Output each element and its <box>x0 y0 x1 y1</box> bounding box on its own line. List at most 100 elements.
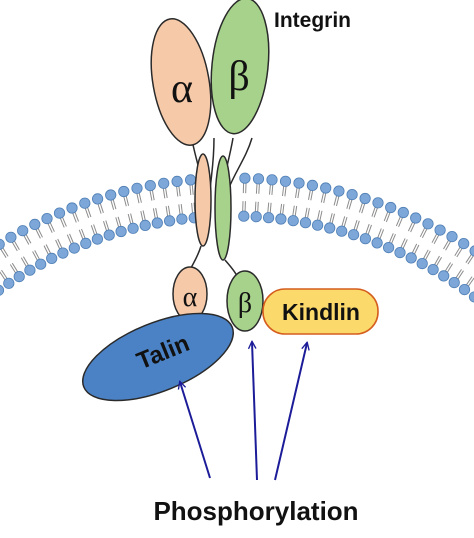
lipid-head <box>397 206 409 219</box>
lipid-tail <box>443 240 449 250</box>
lipid-tail <box>358 202 363 213</box>
talin-protein: Talin <box>81 312 235 402</box>
lipid-head <box>306 179 318 191</box>
lipid-tail <box>72 212 77 223</box>
talin-shape <box>81 312 235 402</box>
alpha-head-domain <box>150 18 212 146</box>
lipid-tail <box>411 243 418 254</box>
lipid-tail <box>176 186 179 197</box>
lipid-tail <box>433 234 440 245</box>
lipid-tail <box>465 276 473 286</box>
lipid-tail <box>336 196 340 207</box>
alpha-transmembrane-domain <box>194 153 212 247</box>
lipid-tail <box>103 221 107 231</box>
lipid-tail <box>35 229 41 239</box>
kindlin-protein: Kindlin <box>262 288 379 335</box>
integrin-alpha-subunit <box>150 18 215 322</box>
lipid-tail <box>167 205 171 216</box>
lipid-head <box>139 219 151 231</box>
lipid-head <box>448 276 460 289</box>
lipid-head <box>405 252 417 264</box>
lipid-head <box>311 219 324 231</box>
integrin-title: Integrin <box>274 9 351 32</box>
lipid-tail <box>367 224 372 235</box>
lipid-tail <box>155 207 159 218</box>
lipid-tail <box>149 190 153 201</box>
lipid-tail <box>66 234 72 245</box>
lipid-tail <box>297 188 300 199</box>
lipid-head <box>320 182 332 194</box>
lipid-tail <box>467 255 474 265</box>
lipid-tail <box>25 234 32 244</box>
lipid-head <box>131 182 143 194</box>
lipid-head <box>427 263 439 276</box>
lipid-head <box>299 217 312 229</box>
lipid-tail <box>319 210 323 221</box>
lipid-tail <box>97 203 102 214</box>
lipid-head <box>250 211 262 223</box>
lipid-tail <box>178 204 181 215</box>
beta-head-domain <box>210 0 270 135</box>
lipid-tail <box>269 202 272 213</box>
lipid-tail <box>282 204 285 215</box>
lipid-tail <box>165 206 169 217</box>
lipid-tail <box>269 184 271 195</box>
alpha-tail-connector <box>190 245 202 269</box>
lipid-tail <box>62 217 67 227</box>
lipid-head <box>347 229 360 241</box>
arrow-to-beta-tail <box>252 342 258 481</box>
beta-cyto-symbol: β <box>238 288 252 319</box>
lipid-tail <box>115 217 120 228</box>
beta-tail-connector <box>224 259 238 277</box>
lipid-tail <box>99 203 104 213</box>
membrane-lipid-heads <box>0 172 474 303</box>
lipid-tail <box>34 250 40 260</box>
lipid-tail <box>142 210 146 221</box>
lipid-tail <box>445 241 451 251</box>
lipid-tail <box>371 206 376 217</box>
lipid-head <box>359 233 371 245</box>
lipid-tail <box>87 207 92 218</box>
lipid-tail <box>317 210 321 221</box>
lipid-tail <box>271 184 274 195</box>
lipid-tail <box>402 239 408 249</box>
lipid-tail <box>49 222 55 232</box>
lipid-tail <box>304 207 308 218</box>
lipid-head <box>46 252 58 264</box>
lipid-tail <box>45 244 52 254</box>
lipid-tail <box>74 212 80 222</box>
kindlin-shape <box>262 288 379 335</box>
lipid-tail <box>93 224 98 235</box>
lipid-tail <box>436 256 443 267</box>
lipid-tail <box>333 195 338 206</box>
lipid-tail <box>105 220 110 231</box>
lipid-head <box>468 291 474 303</box>
lipid-head <box>382 242 395 254</box>
lipid-head <box>171 175 183 187</box>
lipid-head <box>3 277 15 289</box>
lipid-tail <box>348 199 353 210</box>
lipid-head <box>127 222 139 234</box>
lipid-head <box>239 172 251 184</box>
lipid-tail <box>254 201 257 212</box>
lipid-tail <box>385 212 391 223</box>
lipid-head <box>469 245 474 257</box>
lipid-tail <box>37 228 43 238</box>
lipid-tail <box>81 228 86 239</box>
lipid-tail <box>191 202 193 213</box>
lipid-tail <box>162 188 166 199</box>
lipid-head <box>410 212 422 224</box>
lipid-head <box>275 213 287 225</box>
lipid-tail <box>353 219 358 230</box>
lipid-tail <box>323 193 327 204</box>
lipid-tail <box>423 249 429 259</box>
lipid-head <box>458 238 470 250</box>
lipid-tail <box>379 229 385 239</box>
lipid-tail <box>257 201 259 212</box>
lipid-tail <box>178 186 181 197</box>
lipid-tail <box>22 256 29 266</box>
lipid-head <box>29 218 41 230</box>
arrow-to-talin <box>180 382 211 479</box>
lipid-tail <box>20 257 27 267</box>
lipid-tail <box>377 228 382 238</box>
